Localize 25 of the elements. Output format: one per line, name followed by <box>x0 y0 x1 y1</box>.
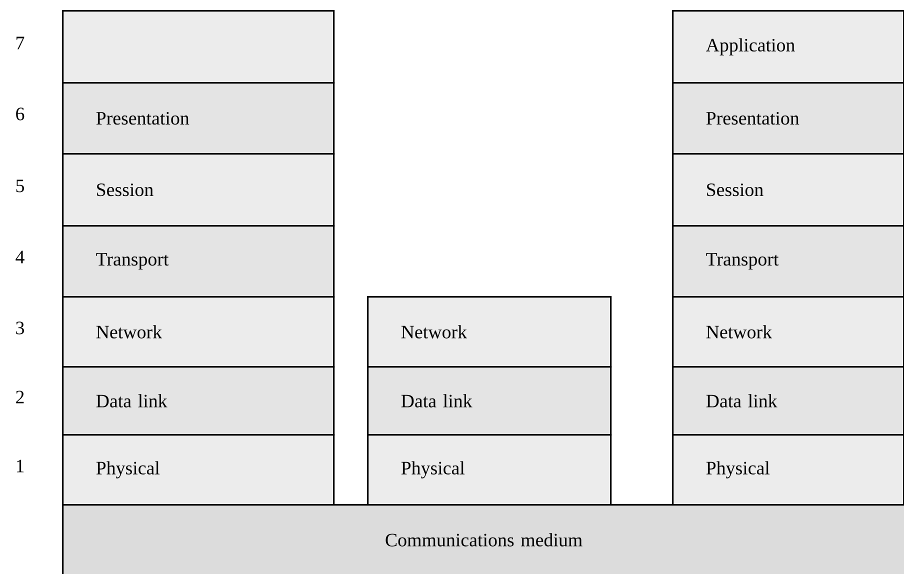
layer-number: 4 <box>16 250 24 264</box>
layer-number: 3 <box>16 322 24 334</box>
layer-box: Presentation <box>672 82 904 155</box>
layer-number: 2 <box>16 390 24 404</box>
layer-box: Data link <box>672 366 904 436</box>
layer-box: Network <box>672 296 904 368</box>
layer-box: Application <box>672 10 904 84</box>
layer-box: Data link <box>62 366 335 436</box>
layer-number: 6 <box>16 108 24 120</box>
medium-band: Communications medium <box>62 504 904 574</box>
layer-number: 1 <box>16 460 24 472</box>
layer-box: Session <box>62 153 335 227</box>
layer-box: Session <box>672 153 904 227</box>
layer-box: Physical <box>62 434 335 506</box>
layer-box: Physical <box>672 434 904 506</box>
layer-box: Physical <box>367 434 612 506</box>
layer-box: Transport <box>62 225 335 298</box>
layer-box: Network <box>367 296 612 368</box>
layer-box: Data link <box>367 366 612 436</box>
layer-number: 5 <box>16 180 24 192</box>
layer-box <box>62 10 335 84</box>
layer-box: Transport <box>672 225 904 298</box>
layer-number: 7 <box>16 36 24 50</box>
layer-box: Network <box>62 296 335 368</box>
layer-box: Presentation <box>62 82 335 155</box>
